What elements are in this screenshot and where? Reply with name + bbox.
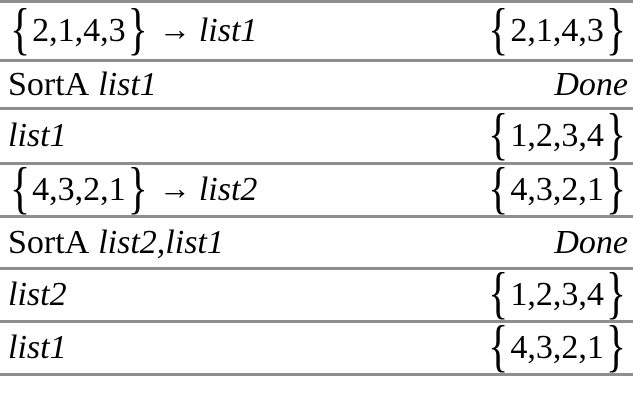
assign-arrow-icon: →	[158, 11, 191, 47]
assign-arrow-icon: →	[158, 170, 191, 206]
list-values: 2,1,4,3	[32, 12, 126, 49]
open-brace: {	[10, 158, 31, 221]
history-entry[interactable]: { 2,1,4,3 } → list1 { 2,1,4,3 }	[0, 3, 633, 62]
entry-input: SortA list2,list1	[8, 223, 224, 261]
list-name: list2	[198, 171, 258, 208]
entry-input: SortA list1	[8, 65, 157, 103]
close-brace: }	[605, 263, 626, 326]
entry-input: list2	[8, 278, 67, 312]
entry-output: { 4,3,2,1 }	[486, 319, 628, 376]
entry-input: list1	[8, 331, 67, 365]
list-values: 2,1,4,3	[510, 12, 604, 49]
close-brace: }	[127, 0, 148, 62]
history-entry[interactable]: SortA list1 Done	[0, 62, 633, 110]
close-brace: }	[605, 0, 626, 62]
close-brace: }	[605, 158, 626, 221]
entry-input: { 2,1,4,3 } → list1	[8, 3, 258, 59]
list-values: 1,2,3,4	[510, 117, 604, 154]
history-entry[interactable]: list1 { 1,2,3,4 }	[0, 107, 633, 165]
open-brace: {	[488, 158, 509, 221]
entry-output: Done	[554, 223, 628, 261]
close-brace: }	[127, 158, 148, 221]
entry-input: { 4,3,2,1 } → list2	[8, 161, 258, 218]
list-name: list1	[8, 117, 67, 154]
list-values: 4,3,2,1	[510, 171, 604, 208]
open-brace: {	[488, 263, 509, 326]
list-name: list1	[198, 12, 258, 49]
result-text: Done	[554, 65, 628, 103]
list-name: list2	[8, 276, 67, 313]
close-brace: }	[605, 316, 626, 379]
result-text: Done	[554, 223, 628, 261]
open-brace: {	[10, 0, 31, 62]
entry-output: Done	[554, 65, 628, 103]
list-values: 1,2,3,4	[510, 276, 604, 313]
list-name: list1	[8, 329, 67, 366]
open-brace: {	[488, 104, 509, 167]
list-values: 4,3,2,1	[32, 171, 126, 208]
history-entry[interactable]: { 4,3,2,1 } → list2 { 4,3,2,1 }	[0, 161, 633, 218]
close-brace: }	[605, 104, 626, 167]
command-name: SortA	[8, 223, 90, 261]
command-args: list1	[98, 65, 157, 103]
entry-output: { 1,2,3,4 }	[486, 266, 628, 323]
entry-output: { 4,3,2,1 }	[486, 161, 628, 218]
command-name: SortA	[8, 65, 90, 103]
command-args: list2,list1	[98, 223, 224, 261]
history-entry[interactable]: list1 { 4,3,2,1 }	[0, 319, 633, 376]
open-brace: {	[488, 0, 509, 62]
list-values: 4,3,2,1	[510, 329, 604, 366]
entry-output: { 2,1,4,3 }	[486, 3, 628, 59]
entry-output: { 1,2,3,4 }	[486, 107, 628, 164]
history-entry[interactable]: SortA list2,list1 Done	[0, 218, 633, 270]
entry-input: list1	[8, 119, 67, 153]
open-brace: {	[488, 316, 509, 379]
history-entry[interactable]: list2 { 1,2,3,4 }	[0, 266, 633, 323]
